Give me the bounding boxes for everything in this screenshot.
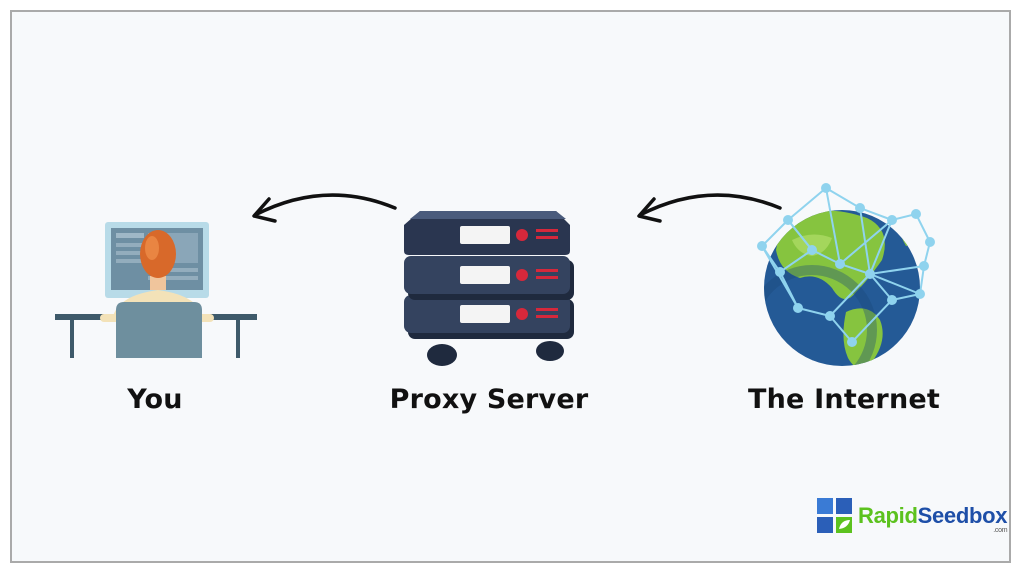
- globe-network-icon: [757, 183, 935, 366]
- label-the-internet: The Internet: [748, 384, 940, 415]
- arrow-left-icon: [252, 193, 397, 223]
- proxy-server-icon: [404, 211, 574, 366]
- arrow-left-icon: [637, 193, 782, 223]
- label-you: You: [127, 384, 183, 415]
- person-at-computer-icon: [55, 222, 257, 358]
- logo-wordmark: RapidSeedbox.com: [858, 503, 1008, 535]
- rapidseedbox-logo: RapidSeedbox.com: [817, 498, 1008, 535]
- logo-mark-icon: [817, 498, 852, 533]
- label-proxy-server: Proxy Server: [389, 384, 589, 415]
